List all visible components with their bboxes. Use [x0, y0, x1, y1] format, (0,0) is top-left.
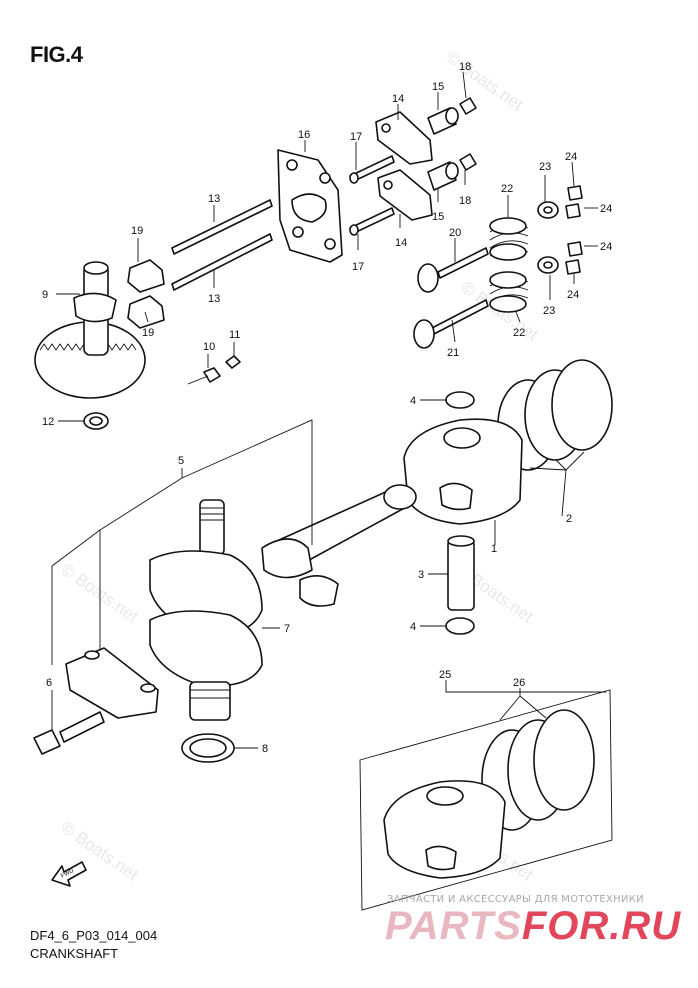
part-1-piston: [403, 418, 523, 525]
callout-5: 5: [178, 455, 184, 467]
callout-10: 10: [203, 341, 215, 353]
callout-22: 22: [513, 327, 525, 339]
watermark: © Boats.net: [443, 48, 527, 115]
part-22-valve-springs: [489, 217, 529, 313]
callout-12: 12: [42, 416, 54, 428]
callout-24: 24: [567, 289, 579, 301]
callout-6: 6: [46, 677, 52, 689]
promo-tagline: ЗАПЧАСТИ И АКСЕССУАРЫ ДЛЯ МОТОТЕХНИКИ: [387, 894, 644, 905]
callout-15: 15: [432, 81, 444, 93]
callout-4: 4: [410, 621, 416, 633]
callout-18: 18: [459, 195, 471, 207]
callout-18: 18: [459, 61, 471, 73]
part-14-rocker-arms: [375, 111, 433, 221]
part-3-wrist-pin: [447, 535, 475, 611]
callout-2: 2: [566, 513, 572, 525]
part-20-21-valves: [413, 247, 489, 349]
part-6-rod-cap: [33, 647, 159, 755]
promo-logo-part-b: FOR.RU: [521, 904, 682, 948]
callout-4: 4: [410, 395, 416, 407]
callout-8: 8: [262, 743, 268, 755]
part-25-piston-assembly: [359, 689, 613, 911]
figure-title: FIG.4: [30, 42, 83, 67]
part-13-push-rods: [171, 199, 273, 291]
callout-3: 3: [418, 569, 424, 581]
part-8-washer: [181, 733, 235, 763]
callout-23: 23: [543, 305, 555, 317]
callout-17: 17: [350, 131, 362, 143]
callout-24: 24: [565, 151, 577, 163]
callout-22: 22: [501, 183, 513, 195]
figure-code: DF4_6_P03_014_004: [30, 928, 158, 943]
part-15-pivots: [427, 97, 477, 191]
callout-19: 19: [131, 225, 143, 237]
callout-19: 19: [142, 327, 154, 339]
callout-20: 20: [449, 227, 461, 239]
fwd-arrow-icon: FWD: [51, 861, 87, 887]
callout-24: 24: [600, 241, 612, 253]
part-16-plate: [277, 149, 343, 263]
callout-9: 9: [42, 289, 48, 301]
callout-23: 23: [539, 161, 551, 173]
callout-26: 26: [513, 677, 525, 689]
leader-lines: [51, 71, 606, 749]
callout-24: 24: [600, 203, 612, 215]
part-17-studs: [349, 155, 395, 236]
callouts: 18 15 14 16 17 18 15 14 17 23 24 22 24 2…: [42, 61, 612, 755]
promo-logo-part-a: PARTS: [385, 904, 522, 948]
figure-caption: CRANKSHAFT: [30, 946, 119, 961]
callout-13: 13: [208, 193, 220, 205]
callout-11: 11: [229, 329, 240, 341]
part-12-washer: [83, 412, 109, 430]
part-4-circlips: [445, 391, 475, 635]
callout-13: 13: [208, 293, 220, 305]
callout-16: 16: [298, 129, 310, 141]
callout-15: 15: [432, 211, 444, 223]
part-9-camshaft: [34, 261, 146, 399]
callout-1: 1: [491, 543, 497, 555]
part-7-crankshaft: [149, 499, 263, 721]
part-10-11-small: [203, 355, 241, 383]
callout-25: 25: [439, 669, 451, 681]
promo-logo: PARTSFOR.RU: [385, 904, 681, 949]
callout-14: 14: [392, 93, 404, 105]
part-19-tappets: [127, 259, 165, 329]
part-23-24-retainers: [537, 185, 583, 275]
callout-7: 7: [284, 623, 290, 635]
callout-17: 17: [352, 261, 364, 273]
connecting-rod: [261, 484, 417, 607]
callout-14: 14: [395, 237, 407, 249]
callout-21: 21: [447, 347, 459, 359]
